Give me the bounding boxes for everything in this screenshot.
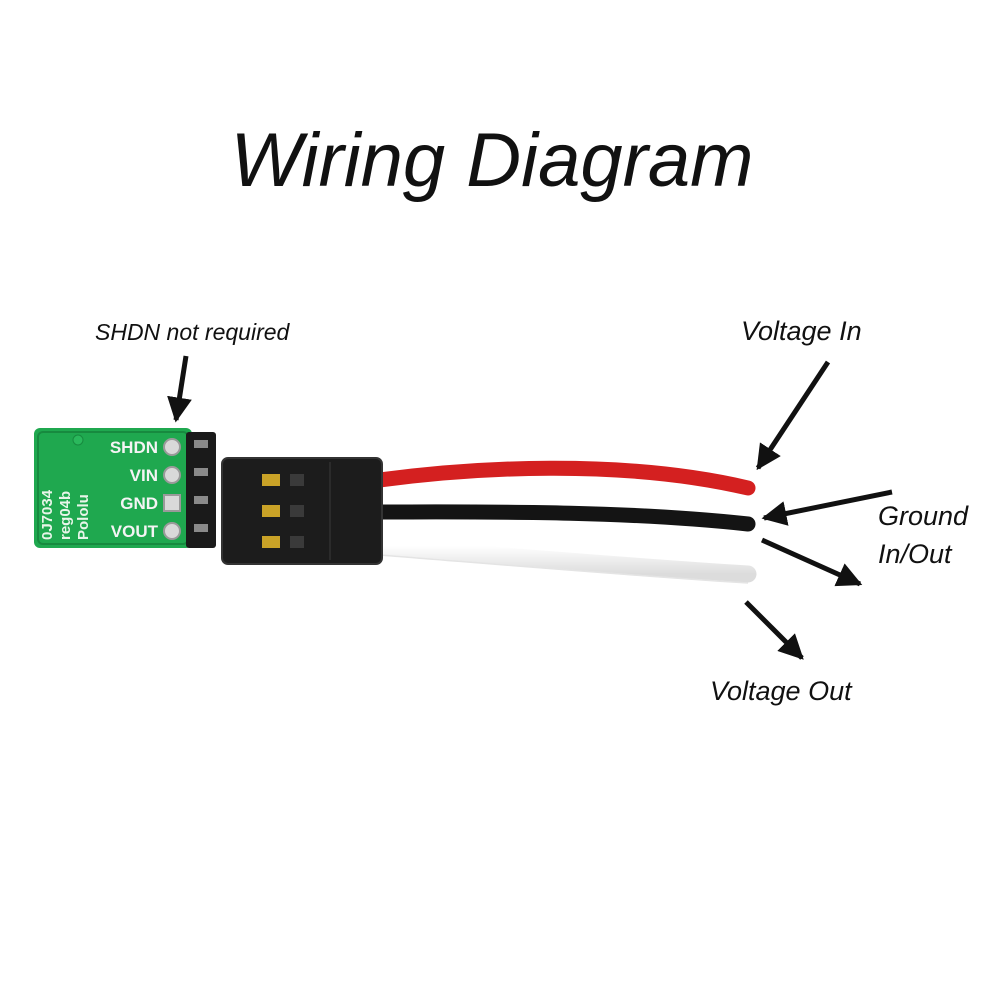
pin-label-gnd: GND — [120, 494, 158, 513]
servo-connector — [221, 457, 383, 565]
pin-label-shdn: SHDN — [110, 438, 158, 457]
solder-pads — [163, 438, 181, 540]
wire-white — [371, 537, 757, 583]
arrow-icon — [744, 600, 804, 660]
wire-black — [372, 504, 756, 532]
callout-shdn: SHDN not required — [95, 319, 291, 345]
callout-voltage-in: Voltage In — [741, 316, 862, 346]
arrow-icon — [755, 360, 831, 471]
header-pins — [186, 432, 216, 548]
callout-voltage-out: Voltage Out — [710, 676, 853, 706]
silkscreen-line-3: Pololu — [75, 494, 92, 540]
wire-red — [372, 460, 756, 496]
pin-label-vin: VIN — [130, 466, 158, 485]
arrow-icon — [760, 537, 863, 587]
page-title: Wiring Diagram — [231, 118, 754, 203]
pin-label-vout: VOUT — [111, 522, 159, 541]
silkscreen-line-2: reg04b — [57, 491, 74, 540]
regulator-board: 0J7034 reg04b Pololu SHDN VIN GND VOUT — [34, 428, 192, 548]
pcb — [34, 428, 192, 548]
callout-ground-line-1: Ground — [878, 501, 969, 531]
arrow-icon — [167, 355, 192, 423]
callout-ground-line-2: In/Out — [878, 539, 953, 569]
wire-bundle — [371, 460, 757, 584]
silkscreen-line-1: 0J7034 — [39, 489, 56, 540]
wire-white-outline — [379, 554, 749, 584]
arrow-icon — [761, 489, 893, 526]
